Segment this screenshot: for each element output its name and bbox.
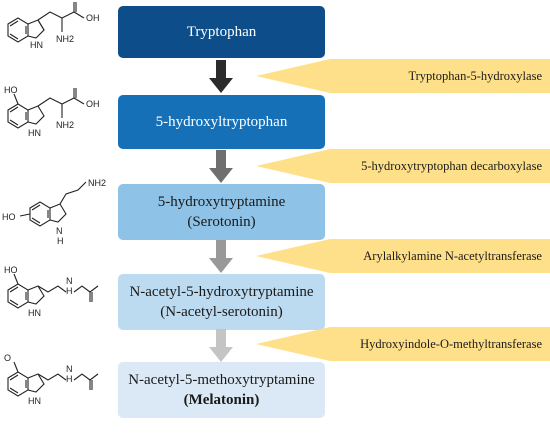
step-sublabel: (Serotonin)	[187, 214, 256, 230]
n-label: N	[66, 364, 73, 374]
n-label: N	[66, 276, 73, 286]
h-label: H	[66, 286, 73, 296]
step-label: Tryptophan	[186, 24, 257, 40]
step-n-acetylserotonin: N-acetyl-5-hydroxytryptamine (N-acetyl-s…	[118, 274, 325, 330]
step-label: 5-hydroxytryptamine	[157, 194, 286, 210]
serotonin-structure-icon: HO NH2 N H	[2, 178, 106, 246]
melatonin-structure-icon: O N H HN	[4, 353, 99, 406]
n-label: N	[56, 226, 63, 236]
enzyme-callout: Arylalkylamine N-acetyltransferase	[256, 239, 550, 273]
oh-label: OH	[86, 13, 100, 23]
down-arrow-icon	[209, 60, 233, 93]
enzyme-callout: Hydroxyindole-O-methyltransferase	[256, 327, 550, 361]
hn-label: HN	[28, 308, 41, 318]
step-melatonin: N-acetyl-5-methoxytryptamine (Melatonin)	[118, 362, 325, 418]
enzyme-wedge-icon	[256, 327, 550, 361]
step-sublabel: (Melatonin)	[183, 392, 260, 408]
down-arrow-icon	[209, 329, 233, 362]
step-serotonin: 5-hydroxytryptamine (Serotonin)	[118, 184, 325, 240]
enzyme-label: Tryptophan-5-hydroxylase	[408, 69, 542, 83]
methoxy-label: O	[4, 353, 11, 363]
hn-label: HN	[30, 40, 43, 50]
enzyme-callout: 5-hydroxytryptophan decarboxylase	[256, 149, 550, 183]
ho-label: HO	[4, 85, 18, 95]
nh2-label: NH2	[56, 34, 74, 44]
enzyme-label: Arylalkylamine N-acetyltransferase	[363, 249, 542, 263]
step-tryptophan: Tryptophan	[118, 6, 325, 58]
oh-label: OH	[86, 99, 100, 109]
enzyme-label: 5-hydroxytryptophan decarboxylase	[361, 159, 542, 173]
5-hydroxytryptophan-structure-icon: HO OH NH2 HN	[4, 85, 100, 138]
ho-label: HO	[4, 265, 18, 275]
n-acetylserotonin-structure-icon: HO N H HN	[4, 265, 99, 318]
enzyme-wedge-icon	[256, 59, 550, 93]
enzyme-callout: Tryptophan-5-hydroxylase	[256, 59, 550, 93]
step-label: N-acetyl-5-hydroxytryptamine	[129, 284, 314, 300]
enzyme-wedge-icon	[256, 239, 550, 273]
tryptophan-structure-icon: OH NH2 HN	[7, 2, 100, 50]
h-label: H	[66, 374, 73, 384]
hn-label: HN	[28, 396, 41, 406]
step-sublabel: (N-acetyl-serotonin)	[160, 304, 283, 320]
enzyme-label: Hydroxyindole-O-methyltransferase	[360, 337, 542, 351]
step-5-hydroxytryptophan: 5-hydroxyltryptophan	[118, 95, 325, 149]
down-arrow-icon	[209, 240, 233, 273]
step-label: 5-hydroxyltryptophan	[155, 114, 288, 130]
nh2-label: NH2	[88, 178, 106, 188]
nh2-label: NH2	[56, 120, 74, 130]
h-label: H	[57, 236, 64, 246]
step-label: N-acetyl-5-methoxytryptamine	[128, 372, 315, 388]
hn-label: HN	[28, 128, 41, 138]
enzyme-wedge-icon	[256, 149, 550, 183]
ho-label: HO	[2, 212, 16, 222]
down-arrow-icon	[209, 150, 233, 183]
